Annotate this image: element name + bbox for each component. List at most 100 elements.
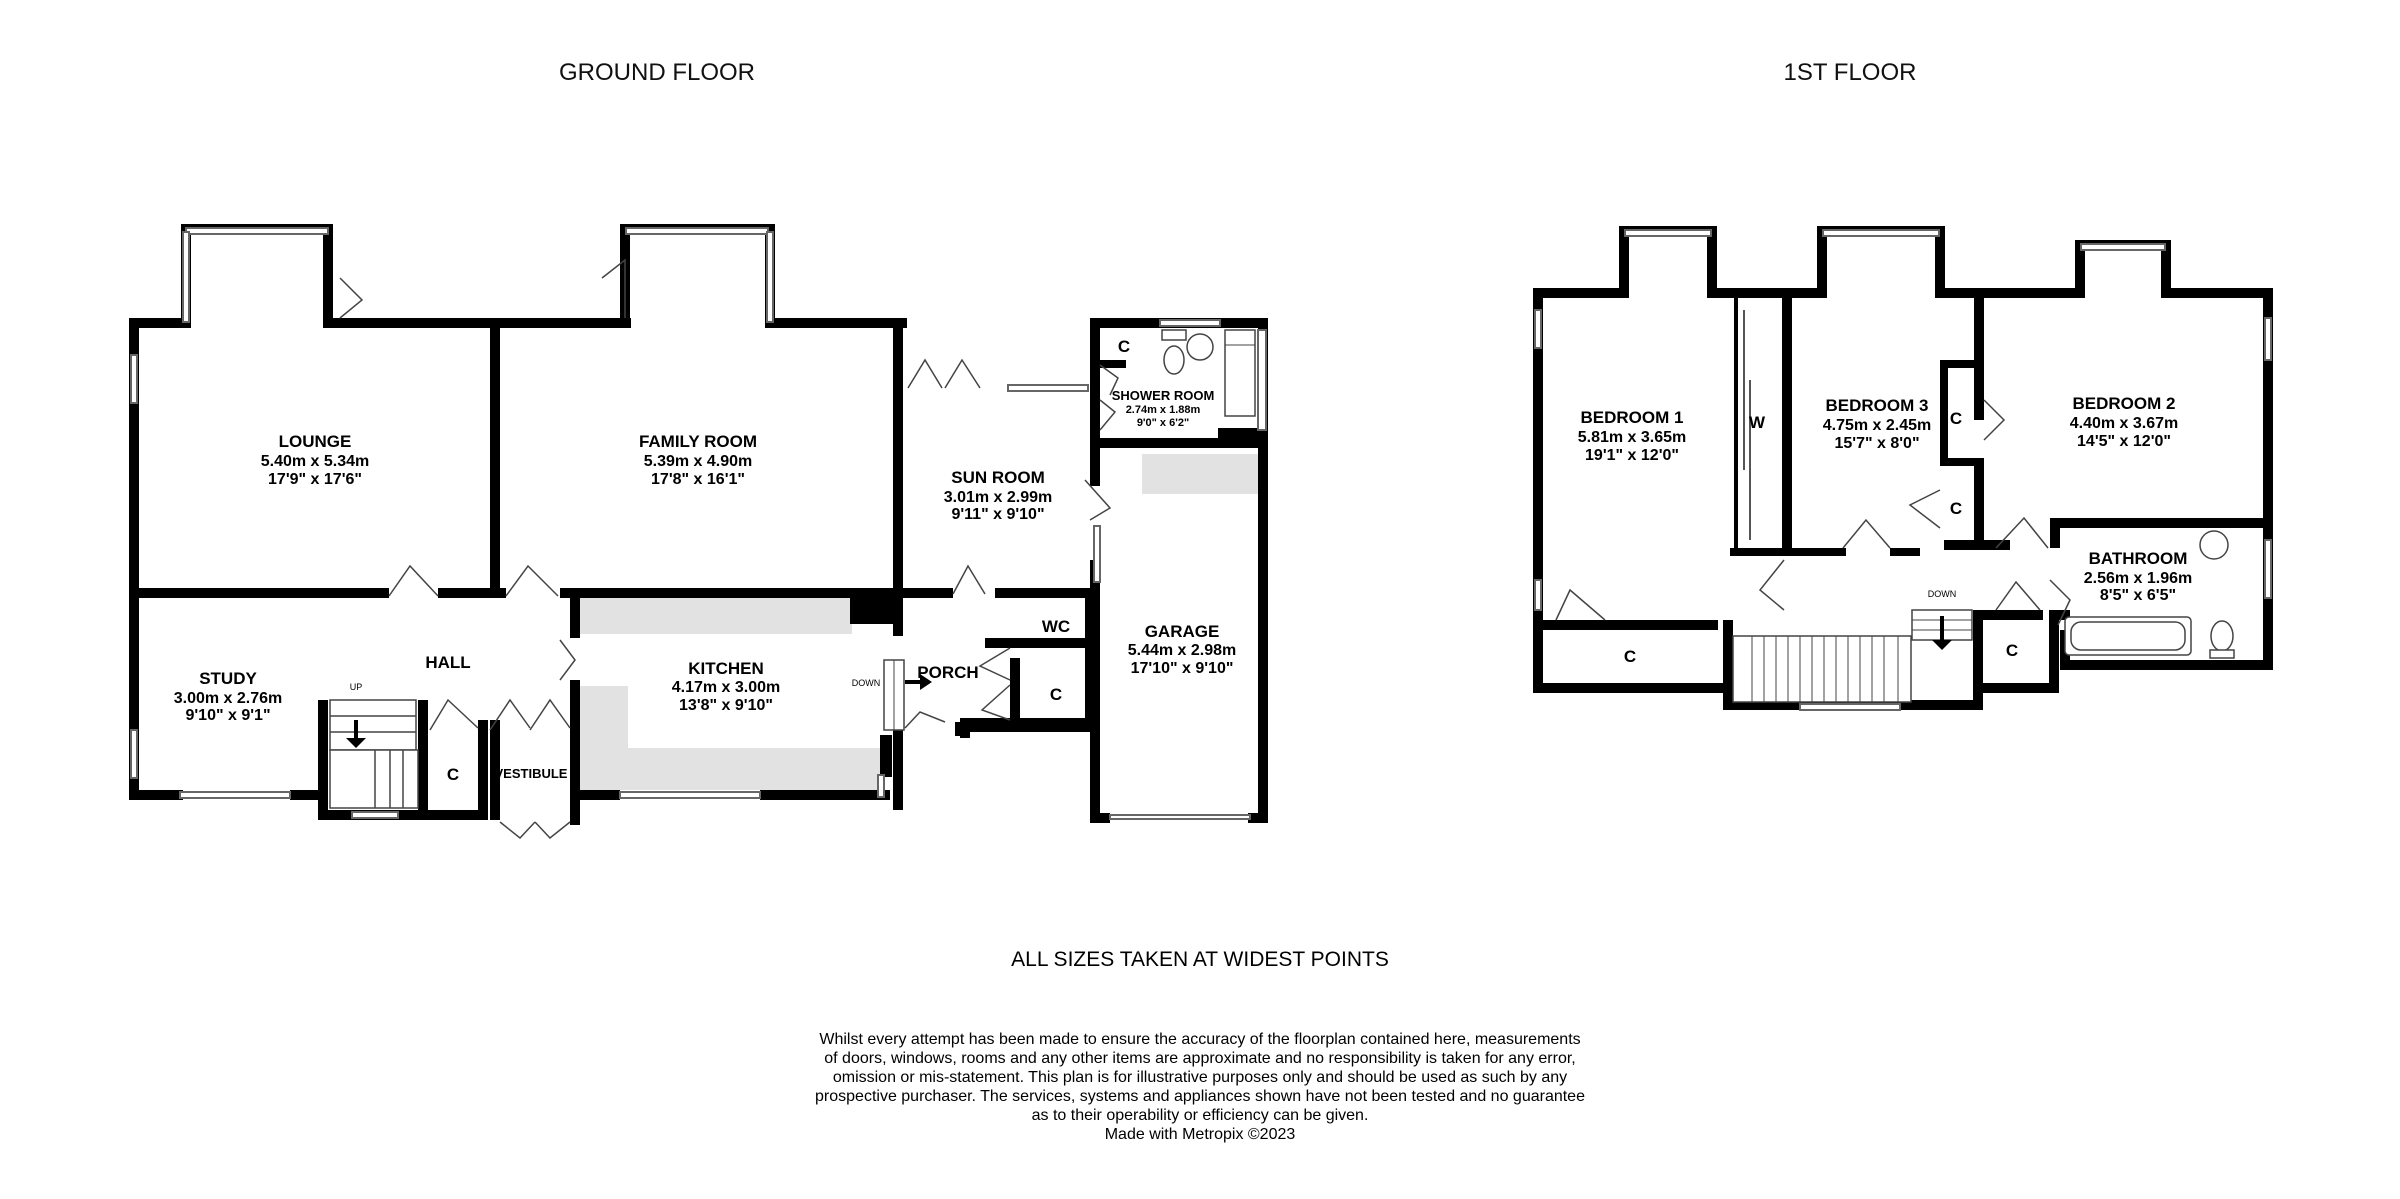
bedroom2-door: [1995, 516, 2049, 549]
bedroom1-window: [1624, 229, 1712, 237]
kitchen-worktop-top: [580, 598, 852, 634]
bedroom2-metric: 4.40m x 3.67m: [2070, 415, 2179, 432]
lounge-metric: 5.40m x 5.34m: [261, 453, 370, 470]
bedroom3-name: BEDROOM 3: [1826, 396, 1929, 415]
porch-name: PORCH: [917, 663, 978, 682]
bedroom1-cupboard-label: C: [1624, 647, 1636, 666]
bedroom1-imperial: 19'1" x 12'0": [1585, 447, 1679, 464]
study-metric: 3.00m x 2.76m: [174, 690, 283, 707]
shower-tray: [1224, 329, 1256, 417]
wardrobe-label: W: [1749, 413, 1766, 432]
wc-name: WC: [1042, 617, 1070, 636]
bedroom3-imperial: 15'7" x 8'0": [1834, 435, 1919, 452]
family-room-garden-door: [601, 258, 626, 318]
first-floor-title: 1ST FLOOR: [1784, 59, 1917, 86]
disclaimer-line: of doors, windows, rooms and any other i…: [824, 1050, 1576, 1067]
shower-room-imperial: 9'0" x 6'2": [1137, 417, 1189, 429]
bathroom-metric: 2.56m x 1.96m: [2084, 570, 2193, 587]
shower-room-label: SHOWER ROOM 2.74m x 1.88m 9'0" x 6'2": [1112, 388, 1215, 429]
garage-metric: 5.44m x 2.98m: [1128, 642, 1237, 659]
bathroom-basin: [2199, 530, 2229, 560]
bedroom1-cupboard-door: [1555, 588, 1606, 621]
sun-room-metric: 3.01m x 2.99m: [944, 489, 1053, 506]
porch-door: [904, 711, 946, 729]
bedroom1-label: BEDROOM 1 5.81m x 3.65m 19'1" x 12'0": [1578, 408, 1687, 464]
bathroom-label: BATHROOM 2.56m x 1.96m 8'5" x 6'5": [2084, 549, 2193, 604]
shower-room-door: [1099, 399, 1117, 431]
lounge-window: [185, 227, 329, 235]
bathroom-imperial: 8'5" x 6'5": [2100, 587, 2176, 604]
sun-room-label: SUN ROOM 3.01m x 2.99m 9'11" x 9'10": [944, 468, 1053, 523]
kitchen-door: [559, 639, 576, 681]
bedroom3-window: [1822, 229, 1940, 237]
stairs-down-label: DOWN: [1928, 589, 1957, 599]
front-door-left: [499, 821, 536, 840]
family-room-door: [505, 564, 559, 597]
bathroom-door: [2049, 579, 2071, 626]
bedroom1-metric: 5.81m x 3.65m: [1578, 429, 1687, 446]
bedroom2-cupboard-label: C: [1950, 409, 1962, 428]
kitchen-name: KITCHEN: [688, 659, 764, 678]
porch-cupboard-door: [980, 684, 1011, 721]
bedroom3-door: [1842, 518, 1891, 549]
family-room-metric: 5.39m x 4.90m: [644, 453, 753, 470]
sizes-note: ALL SIZES TAKEN AT WIDEST POINTS: [1011, 948, 1389, 971]
garage-shelf: [1142, 454, 1264, 494]
bedroom2-label: BEDROOM 2 4.40m x 3.67m 14'5" x 12'0": [2070, 394, 2179, 450]
family-room-label: FAMILY ROOM 5.39m x 4.90m 17'8" x 16'1": [639, 432, 757, 488]
sun-room-french-door-left: [907, 358, 943, 389]
lounge-name: LOUNGE: [279, 432, 352, 451]
disclaimer-line: omission or mis-statement. This plan is …: [832, 1069, 1568, 1086]
kitchen-label: KITCHEN 4.17m x 3.00m 13'8" x 9'10": [672, 659, 781, 714]
disclaimer-line: prospective purchaser. The services, sys…: [815, 1088, 1585, 1105]
landing-cupboard-label: C: [2006, 641, 2018, 660]
bedroom2-imperial: 14'5" x 12'0": [2077, 433, 2171, 450]
bedroom2-window: [2080, 243, 2166, 251]
cupboard-door: [429, 698, 479, 731]
bedroom2-name: BEDROOM 2: [2073, 394, 2176, 413]
sun-room-french-door-right: [944, 358, 981, 389]
family-room-imperial: 17'8" x 16'1": [651, 471, 745, 488]
credit-line: Made with Metropix ©2023: [1104, 1126, 1296, 1143]
vestibule-door: [489, 698, 531, 731]
sun-room-imperial: 9'11" x 9'10": [951, 506, 1044, 523]
bedroom3-cupboard-door: [1908, 489, 1941, 529]
garage-label: GARAGE 5.44m x 2.98m 17'10" x 9'10": [1128, 622, 1237, 677]
study-label: STUDY 3.00m x 2.76m 9'10" x 9'1": [174, 669, 283, 724]
hall-cupboard-label: C: [447, 765, 459, 784]
shower-room-toilet: [1163, 345, 1185, 375]
garage-door-side: [1084, 479, 1112, 521]
kitchen-worktop-bottom: [580, 748, 880, 790]
shower-room-basin: [1186, 333, 1214, 361]
bedroom3-cupboard-label: C: [1950, 499, 1962, 518]
lounge-imperial: 17'9" x 17'6": [268, 471, 362, 488]
bedroom1-name: BEDROOM 1: [1581, 408, 1684, 427]
bedroom2-cupboard-door: [1983, 399, 2006, 441]
bathroom-toilet: [2210, 620, 2234, 652]
lounge-door: [388, 564, 439, 597]
ground-floor-title: GROUND FLOOR: [559, 59, 755, 86]
bedroom3-label: BEDROOM 3 4.75m x 2.45m 15'7" x 8'0": [1823, 396, 1932, 452]
lounge-garden-door: [339, 277, 364, 319]
shower-cupboard-door: [1099, 364, 1119, 396]
first-floor-plan: [1533, 226, 2273, 711]
porch-down-label: DOWN: [852, 678, 881, 688]
shower-room-name: SHOWER ROOM: [1112, 388, 1215, 403]
wc-door: [978, 647, 1011, 681]
bedroom1-door: [1758, 559, 1785, 611]
garage-imperial: 17'10" x 9'10": [1131, 660, 1234, 677]
bathroom-name: BATHROOM: [2089, 549, 2188, 568]
vestibule-name: VESTIBULE: [495, 766, 568, 781]
study-name: STUDY: [199, 669, 257, 688]
shower-room-metric: 2.74m x 1.88m: [1126, 404, 1201, 416]
front-door-right: [534, 821, 571, 840]
stairs-up-label: UP: [350, 682, 363, 692]
disclaimer-line: Whilst every attempt has been made to en…: [819, 1031, 1581, 1048]
kitchen-metric: 4.17m x 3.00m: [672, 679, 781, 696]
sun-room-name: SUN ROOM: [951, 468, 1045, 487]
disclaimer-line: as to their operability or efficiency ca…: [1031, 1107, 1369, 1124]
kitchen-imperial: 13'8" x 9'10": [679, 697, 773, 714]
ground-floor-plan: [129, 224, 1268, 840]
porch-cupboard-label: C: [1050, 685, 1062, 704]
